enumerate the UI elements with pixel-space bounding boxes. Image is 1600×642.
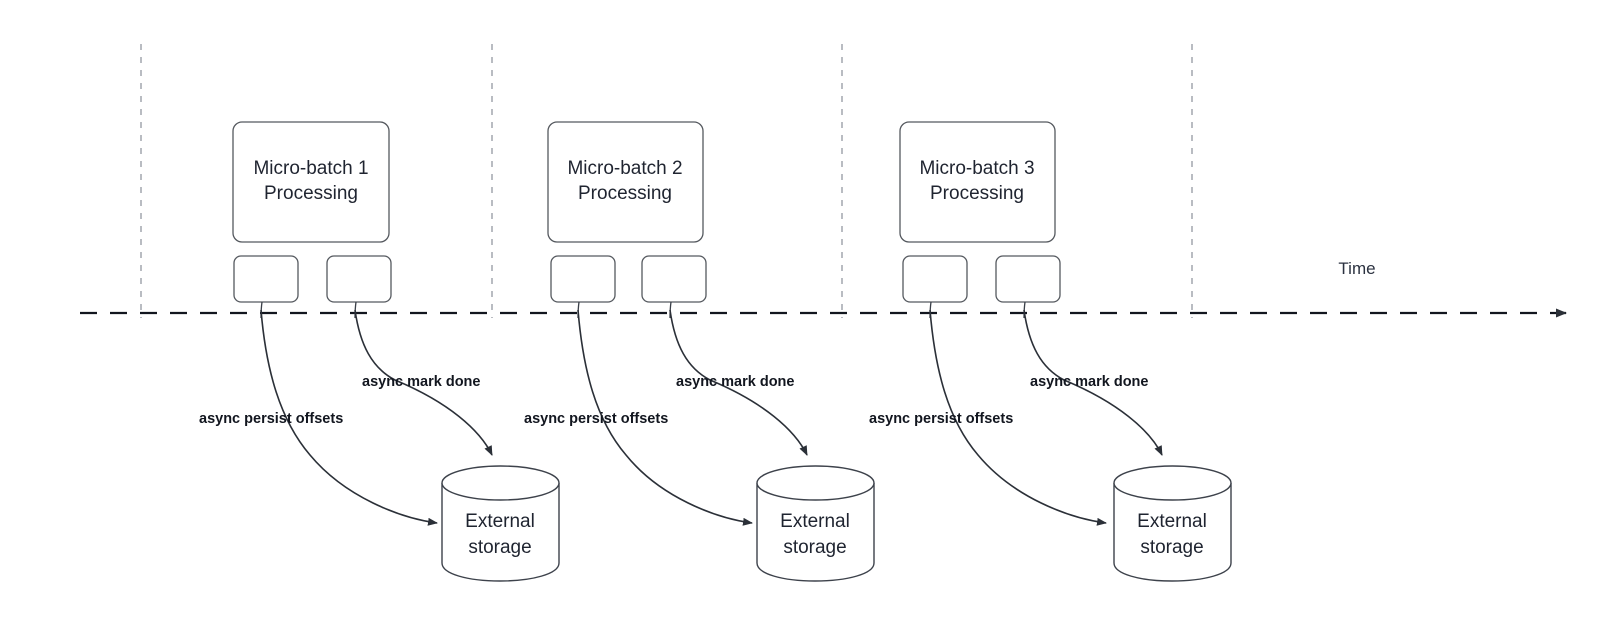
external-storage-cylinder-top-2 — [756, 465, 875, 501]
persist-offsets-task-box-2[interactable] — [550, 255, 616, 303]
batch-group-1: Micro-batch 1 Processing async persist o… — [199, 121, 560, 582]
micro-batch-3-label-line1: Micro-batch 3 — [919, 158, 1034, 179]
mark-done-task-box-1[interactable] — [326, 255, 392, 303]
async-persist-offsets-curve-1 — [260, 309, 438, 526]
async-persist-offsets-label-2: async persist offsets — [524, 411, 668, 427]
async-persist-offsets-label-3: async persist offsets — [869, 411, 1013, 427]
micro-batch-1-label-line1: Micro-batch 1 — [253, 158, 368, 179]
async-mark-done-curve-3 — [1023, 309, 1163, 456]
batch-group-3: Micro-batch 3 Processing async persist o… — [869, 121, 1232, 582]
persist-offsets-task-box-1[interactable] — [233, 255, 299, 303]
external-storage-cylinder-2[interactable] — [756, 483, 875, 582]
mark-done-task-box-2[interactable] — [641, 255, 707, 303]
micro-batch-3-label-line2: Processing — [930, 183, 1024, 204]
external-storage-label-2-line1: External — [780, 511, 850, 532]
async-persist-offsets-label-1: async persist offsets — [199, 411, 343, 427]
async-persist-offsets-curve-2 — [577, 309, 753, 526]
micro-batch-1-box[interactable] — [232, 121, 390, 243]
micro-batch-2-box[interactable] — [547, 121, 704, 243]
external-storage-cylinder-1[interactable] — [441, 483, 560, 582]
micro-batch-2-label-line1: Micro-batch 2 — [567, 158, 682, 179]
mark-done-task-box-3[interactable] — [995, 255, 1061, 303]
micro-batch-2-label-line2: Processing — [578, 183, 672, 204]
persist-offsets-task-box-3[interactable] — [902, 255, 968, 303]
batch-group-2: Micro-batch 2 Processing async persist o… — [524, 121, 875, 582]
external-storage-cylinder-top-3 — [1113, 465, 1232, 501]
async-persist-offsets-curve-3 — [929, 309, 1107, 526]
async-mark-done-label-1: async mark done — [362, 374, 480, 390]
async-mark-done-label-3: async mark done — [1030, 374, 1148, 390]
external-storage-label-2-line2: storage — [783, 537, 846, 558]
micro-batch-1-label-line2: Processing — [264, 183, 358, 204]
external-storage-label-1-line1: External — [465, 511, 535, 532]
async-mark-done-label-2: async mark done — [676, 374, 794, 390]
external-storage-label-1-line2: storage — [468, 537, 531, 558]
external-storage-cylinder-3[interactable] — [1113, 483, 1232, 582]
external-storage-cylinder-top-1 — [441, 465, 560, 501]
async-mark-done-curve-2 — [669, 309, 808, 456]
external-storage-label-3-line1: External — [1137, 511, 1207, 532]
external-storage-label-3-line2: storage — [1140, 537, 1203, 558]
time-axis-label: Time — [1338, 259, 1375, 278]
micro-batch-3-box[interactable] — [899, 121, 1056, 243]
async-mark-done-curve-1 — [354, 309, 493, 456]
